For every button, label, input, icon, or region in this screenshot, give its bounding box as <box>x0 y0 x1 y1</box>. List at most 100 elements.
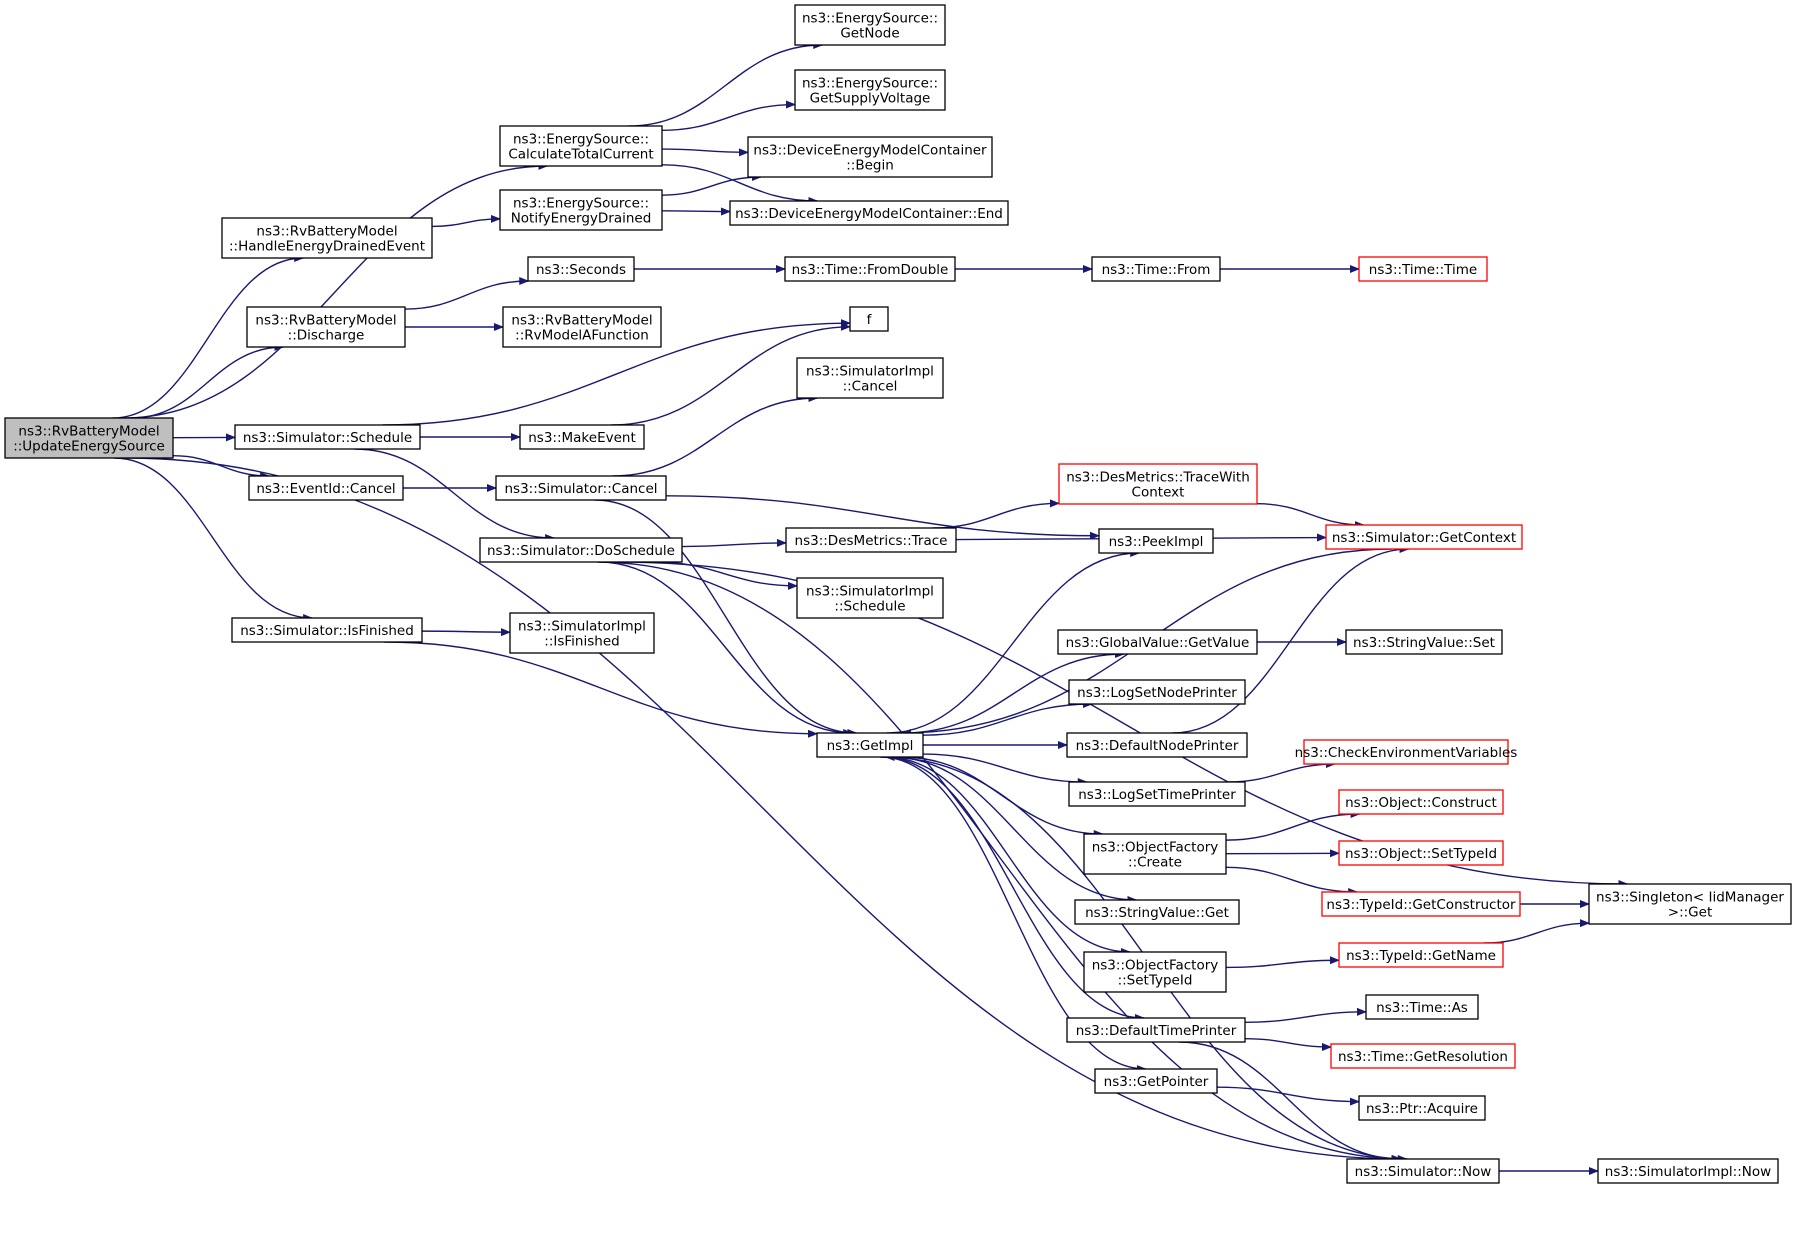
node-time_fromdouble[interactable]: ns3::Time::FromDouble <box>784 256 956 282</box>
node-makeevent[interactable]: ns3::MakeEvent <box>519 424 645 450</box>
node-tid_getname[interactable]: ns3::TypeId::GetName <box>1338 942 1504 968</box>
node-box-peekimpl <box>1098 528 1214 554</box>
node-simimpl_schedule[interactable]: ns3::SimulatorImpl::Schedule <box>796 577 944 619</box>
node-label-singleton_get-0: ns3::Singleton< IidManager <box>1596 890 1784 906</box>
edge-sim_doschedule-to-simimpl_schedule <box>653 561 798 590</box>
node-box-ptr_acquire <box>1358 1095 1486 1121</box>
node-demc_begin[interactable]: ns3::DeviceEnergyModelContainer::Begin <box>747 136 993 178</box>
node-rv_handle[interactable]: ns3::RvBatteryModel::HandleEnergyDrained… <box>221 217 433 259</box>
node-sim_isfinished[interactable]: ns3::Simulator::IsFinished <box>231 617 423 643</box>
node-desm_trace[interactable]: ns3::DesMetrics::Trace <box>785 527 957 553</box>
node-box-time_time <box>1358 256 1488 282</box>
node-label-demc_begin-0: ns3::DeviceEnergyModelContainer <box>753 143 987 159</box>
node-time_time[interactable]: ns3::Time::Time <box>1358 256 1488 282</box>
node-logsettime[interactable]: ns3::LogSetTimePrinter <box>1068 781 1246 807</box>
node-es_calc[interactable]: ns3::EnergySource::CalculateTotalCurrent <box>499 125 663 167</box>
node-sim_doschedule[interactable]: ns3::Simulator::DoSchedule <box>479 537 683 563</box>
node-label-desm_tracewith-0: ns3::DesMetrics::TraceWith <box>1066 470 1250 486</box>
node-box-makeevent <box>519 424 645 450</box>
node-label-getimpl-0: ns3::GetImpl <box>827 738 914 754</box>
node-es_getnode[interactable]: ns3::EnergySource::GetNode <box>794 4 946 46</box>
node-box-simimpl_isfinished <box>509 612 655 654</box>
node-box-es_getsupply <box>794 69 946 111</box>
node-demc_end[interactable]: ns3::DeviceEnergyModelContainer::End <box>729 200 1009 226</box>
node-label-simimpl_schedule-0: ns3::SimulatorImpl <box>806 584 934 600</box>
edge-root-to-eventid_cancel <box>172 455 271 480</box>
edge-es_calc-to-es_getsupply <box>661 100 796 132</box>
edge-getimpl-to-deftimeprinter <box>882 756 1145 1022</box>
node-seconds[interactable]: ns3::Seconds <box>527 256 635 282</box>
node-sim_now[interactable]: ns3::Simulator::Now <box>1346 1158 1500 1184</box>
node-box-time_from <box>1091 256 1221 282</box>
node-label-rv_afunc-0: ns3::RvBatteryModel <box>511 313 652 329</box>
node-rv_discharge[interactable]: ns3::RvBatteryModel::Discharge <box>246 306 406 348</box>
node-tid_getctor[interactable]: ns3::TypeId::GetConstructor <box>1321 891 1521 917</box>
node-label-simimpl_isfinished-0: ns3::SimulatorImpl <box>518 619 646 635</box>
node-getimpl[interactable]: ns3::GetImpl <box>816 732 924 758</box>
nodes-layer: ns3::RvBatteryModel::UpdateEnergySourcen… <box>4 4 1792 1184</box>
node-box-sv_get <box>1074 899 1240 925</box>
node-gv_getvalue[interactable]: ns3::GlobalValue::GetValue <box>1057 629 1258 655</box>
node-singleton_get[interactable]: ns3::Singleton< IidManager >::Get <box>1588 883 1792 925</box>
node-label-simimpl_isfinished-1: ::IsFinished <box>544 634 619 650</box>
node-label-sim_now-0: ns3::Simulator::Now <box>1355 1164 1492 1180</box>
node-eventid_cancel[interactable]: ns3::EventId::Cancel <box>248 475 404 501</box>
node-box-defnodeprinter <box>1066 732 1248 758</box>
node-sv_set[interactable]: ns3::StringValue::Set <box>1345 629 1503 655</box>
node-box-of_create <box>1083 833 1227 875</box>
node-logsetnode[interactable]: ns3::LogSetNodePrinter <box>1068 679 1246 705</box>
node-label-es_getnode-1: GetNode <box>840 26 899 42</box>
edge-getimpl-to-logsettime <box>922 753 1088 786</box>
edge-desm_trace-to-desm_tracewith <box>932 499 1060 529</box>
node-of_create[interactable]: ns3::ObjectFactory::Create <box>1083 833 1227 875</box>
node-ptr_acquire[interactable]: ns3::Ptr::Acquire <box>1358 1095 1486 1121</box>
node-time_getres[interactable]: ns3::Time::GetResolution <box>1330 1043 1516 1069</box>
node-box-checkenv <box>1303 739 1509 765</box>
edge-root-to-rv_discharge <box>131 343 285 419</box>
node-es_getsupply[interactable]: ns3::EnergySource::GetSupplyVoltage <box>794 69 946 111</box>
node-sv_get[interactable]: ns3::StringValue::Get <box>1074 899 1240 925</box>
node-label-simimpl_cancel-0: ns3::SimulatorImpl <box>806 364 934 380</box>
node-getpointer[interactable]: ns3::GetPointer <box>1094 1068 1218 1094</box>
node-label-rv_handle-1: ::HandleEnergyDrainedEvent <box>229 239 425 255</box>
edge-sim_doschedule-to-sim_now <box>597 561 1408 1163</box>
node-sim_cancel[interactable]: ns3::Simulator::Cancel <box>495 475 667 501</box>
node-label-es_calc-1: CalculateTotalCurrent <box>508 147 653 163</box>
node-rv_afunc[interactable]: ns3::RvBatteryModel::RvModelAFunction <box>502 306 662 348</box>
node-label-singleton_get-1: >::Get <box>1668 905 1712 921</box>
node-label-defnodeprinter-0: ns3::DefaultNodePrinter <box>1076 738 1239 754</box>
node-simimpl_isfinished[interactable]: ns3::SimulatorImpl::IsFinished <box>509 612 655 654</box>
node-sim_getcontext[interactable]: ns3::Simulator::GetContext <box>1325 524 1523 550</box>
edge-rv_discharge-to-seconds <box>404 277 530 310</box>
node-box-desm_trace <box>785 527 957 553</box>
node-of_settypeid[interactable]: ns3::ObjectFactory::SetTypeId <box>1083 951 1227 993</box>
node-time_from[interactable]: ns3::Time::From <box>1091 256 1221 282</box>
node-label-sim_schedule-0: ns3::Simulator::Schedule <box>243 430 412 446</box>
node-obj_settypeid[interactable]: ns3::Object::SetTypeId <box>1338 840 1504 866</box>
node-sim_schedule[interactable]: ns3::Simulator::Schedule <box>234 424 421 450</box>
node-label-simimpl_cancel-1: ::Cancel <box>843 379 898 395</box>
node-es_notify[interactable]: ns3::EnergySource::NotifyEnergyDrained <box>499 189 663 231</box>
node-label-desm_tracewith-1: Context <box>1132 485 1185 501</box>
node-box-demc_begin <box>747 136 993 178</box>
node-label-of_settypeid-0: ns3::ObjectFactory <box>1092 958 1219 974</box>
edge-sim_cancel-to-getimpl <box>594 499 858 737</box>
node-label-of_settypeid-1: ::SetTypeId <box>1118 973 1193 989</box>
node-box-tid_getctor <box>1321 891 1521 917</box>
node-label-logsetnode-0: ns3::LogSetNodePrinter <box>1077 685 1237 701</box>
node-box-sim_schedule <box>234 424 421 450</box>
node-defnodeprinter[interactable]: ns3::DefaultNodePrinter <box>1066 732 1248 758</box>
edge-getimpl-to-logsetnode <box>922 700 1094 736</box>
node-obj_construct[interactable]: ns3::Object::Construct <box>1338 789 1504 815</box>
node-box-of_settypeid <box>1083 951 1227 993</box>
node-deftimeprinter[interactable]: ns3::DefaultTimePrinter <box>1066 1017 1246 1043</box>
node-time_as[interactable]: ns3::Time::As <box>1365 994 1479 1020</box>
node-root[interactable]: ns3::RvBatteryModel::UpdateEnergySource <box>4 417 174 459</box>
node-simimpl_now[interactable]: ns3::SimulatorImpl::Now <box>1597 1158 1779 1184</box>
node-simimpl_cancel[interactable]: ns3::SimulatorImpl::Cancel <box>796 357 944 399</box>
node-peekimpl[interactable]: ns3::PeekImpl <box>1098 528 1214 554</box>
node-label-time_from-0: ns3::Time::From <box>1102 262 1211 278</box>
node-f[interactable]: f <box>849 306 889 332</box>
node-checkenv[interactable]: ns3::CheckEnvironmentVariables <box>1295 739 1518 765</box>
